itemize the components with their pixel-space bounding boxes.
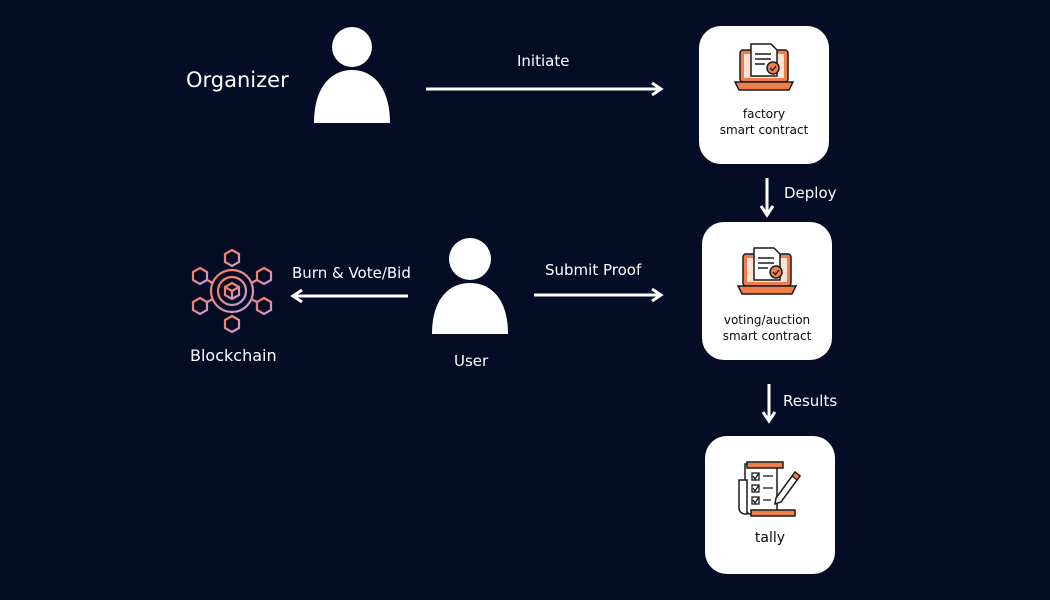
factory-contract-card: factory smart contract: [699, 26, 829, 164]
results-arrow: [761, 384, 777, 424]
results-label: Results: [783, 392, 838, 410]
blockchain-label: Blockchain: [190, 346, 277, 365]
factory-line2: smart contract: [719, 123, 809, 137]
organizer-label: Organizer: [186, 68, 289, 92]
checklist-pencil-icon: [738, 461, 802, 517]
voting-line1: voting/auction: [723, 313, 811, 327]
user-person-icon: [432, 238, 508, 334]
user-label: User: [454, 352, 489, 370]
initiate-arrow: [426, 81, 664, 97]
voting-contract-card: voting/auction smart contract: [702, 222, 832, 360]
burn-vote-bid-arrow: [290, 288, 408, 304]
blockchain-network-icon: [191, 248, 273, 334]
submit-proof-label: Submit Proof: [545, 261, 642, 279]
factory-line1: factory: [742, 107, 786, 121]
deploy-label: Deploy: [784, 184, 837, 202]
contract-laptop-icon: [733, 43, 795, 91]
initiate-label: Initiate: [517, 52, 570, 70]
deploy-arrow: [759, 178, 775, 218]
burn-vote-bid-label: Burn & Vote/Bid: [292, 264, 411, 282]
contract-laptop-icon: [736, 247, 798, 295]
voting-line2: smart contract: [722, 329, 812, 343]
tally-label: tally: [754, 530, 786, 546]
organizer-person-icon: [314, 27, 390, 123]
tally-card: tally: [705, 436, 835, 574]
submit-proof-arrow: [534, 287, 664, 303]
